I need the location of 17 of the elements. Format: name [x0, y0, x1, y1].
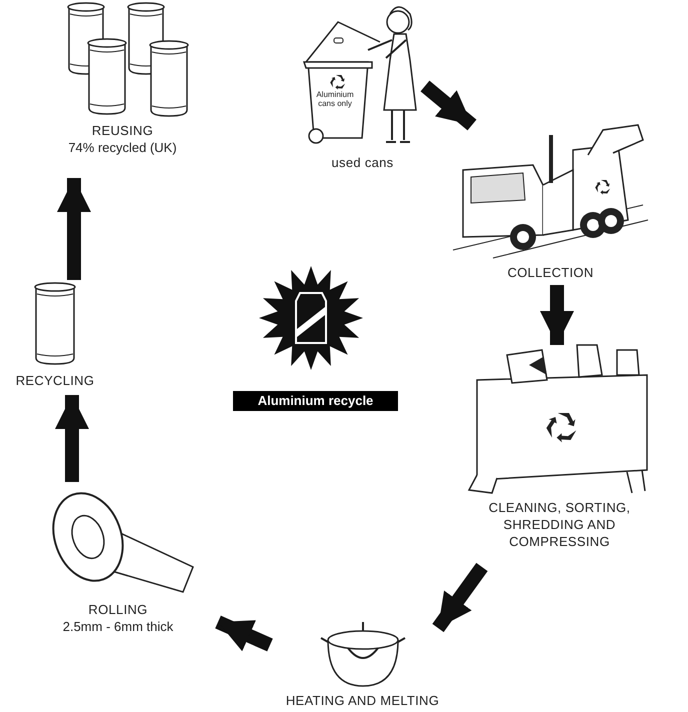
step-label: used cans	[332, 154, 394, 171]
arrow	[540, 285, 574, 345]
step-label: HEATING AND MELTING	[286, 692, 440, 709]
title-banner: Aluminium recycle	[233, 391, 398, 411]
step-label: CLEANING, SORTING, SHREDDING AND COMPRESSING	[488, 499, 632, 550]
step-label: RECYCLING	[16, 372, 94, 389]
step-label: ROLLING	[88, 601, 148, 618]
arrow	[432, 562, 488, 632]
arrow	[57, 178, 91, 280]
step-note: 2.5mm - 6mm thick	[62, 618, 174, 635]
step-note: 74% recycled (UK)	[68, 139, 177, 156]
arrow	[55, 395, 89, 482]
arrow	[420, 80, 476, 130]
arrow	[215, 616, 273, 652]
bin-label: Aluminium cans only	[315, 90, 355, 108]
step-label: REUSING	[92, 122, 154, 139]
step-label: COLLECTION	[507, 264, 594, 281]
